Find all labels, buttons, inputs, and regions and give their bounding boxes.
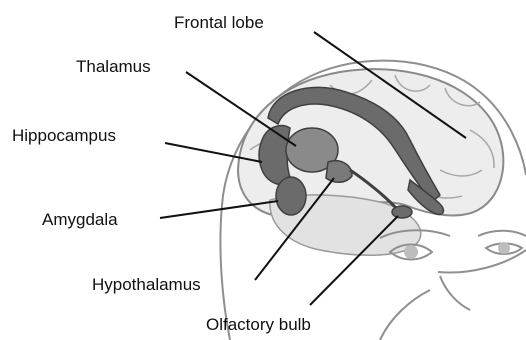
label-olfactory-bulb: Olfactory bulb xyxy=(206,316,311,333)
label-hypothalamus: Hypothalamus xyxy=(92,276,201,293)
label-frontal-lobe: Frontal lobe xyxy=(174,14,264,31)
label-hippocampus: Hippocampus xyxy=(12,127,116,144)
label-thalamus: Thalamus xyxy=(76,58,151,75)
amygdala-body xyxy=(276,177,306,215)
label-amygdala: Amygdala xyxy=(42,211,118,228)
